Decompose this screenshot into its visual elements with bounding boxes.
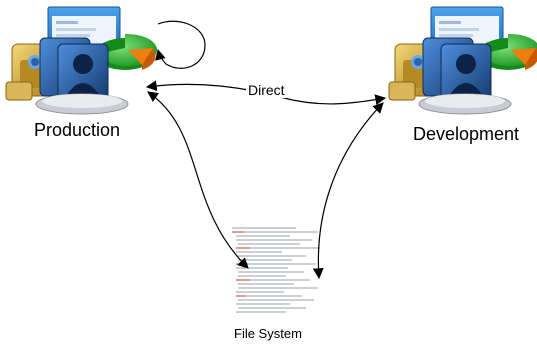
node-label-development: Development	[413, 124, 520, 144]
node-label-file-system: File System	[234, 326, 302, 341]
edge-production-filesystem	[147, 91, 249, 269]
node-label-production: Production	[34, 120, 121, 140]
production-self-loop	[155, 20, 206, 69]
production-server-icon	[5, 6, 158, 115]
development-server-icon	[388, 6, 537, 115]
edge-development-filesystem	[312, 102, 384, 280]
edge-label-direct: Direct	[246, 82, 287, 98]
xml-document-icon	[226, 222, 326, 322]
